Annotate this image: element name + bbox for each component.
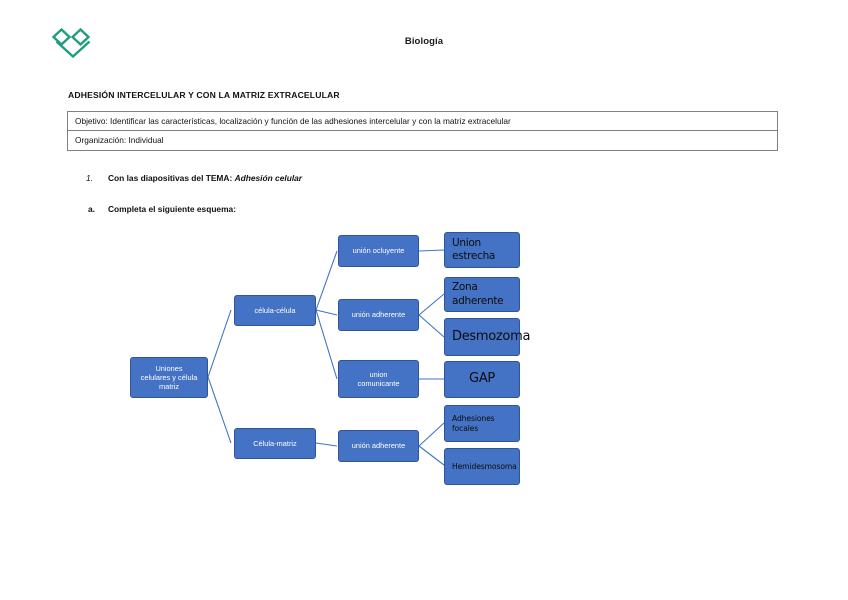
diagram-node-union-comunicante-line1: union bbox=[369, 369, 388, 379]
diagram-node-celula-celula: célula-célula bbox=[234, 295, 316, 326]
diagram-node-gap: GAP bbox=[444, 361, 520, 398]
diagram-node-union-adherente-1: unión adherente bbox=[338, 299, 419, 331]
section-heading: ADHESIÓN INTERCELULAR Y CON LA MATRIZ EX… bbox=[68, 90, 340, 100]
diagram-node-root: Uniones celulares y célula matriz bbox=[130, 357, 208, 398]
diagram-node-adhesiones-focales: Adhesiones focales bbox=[444, 405, 520, 442]
diagram-node-hemidesmosoma: Hemidesmosoma bbox=[444, 448, 520, 485]
objective-table: Objetivo: Identificar las característica… bbox=[67, 111, 778, 151]
diagram-node-celula-matriz: Célula-matriz bbox=[234, 428, 316, 459]
diagram-node-union-estrecha: Union estrecha bbox=[444, 232, 520, 268]
page-header: Biología bbox=[0, 0, 848, 78]
diagram-node-root-line3: matriz bbox=[158, 382, 180, 392]
diagram-node-union-comunicante: union comunicante bbox=[338, 360, 419, 398]
diagram-node-root-line2: celulares y célula bbox=[140, 372, 198, 382]
organization-cell: Organización: Individual bbox=[75, 135, 164, 146]
table-row: Organización: Individual bbox=[68, 131, 778, 150]
diamond-heart-logo-icon bbox=[50, 26, 96, 60]
task-item-a-marker: a. bbox=[88, 204, 95, 214]
diagram-node-union-comunicante-line2: comunicante bbox=[357, 379, 400, 388]
diagram-node-zona-adherente: Zona adherente bbox=[444, 277, 520, 312]
task-item-a-text: Completa el siguiente esquema: bbox=[108, 204, 236, 214]
document-title: Biología bbox=[404, 36, 444, 47]
diagram-node-union-ocluyente: unión ocluyente bbox=[338, 235, 419, 267]
task-item-1-emphasis: Adhesión celular bbox=[234, 173, 303, 183]
diagram-node-root-line1: Uniones bbox=[155, 363, 183, 373]
table-row: Objetivo: Identificar las característica… bbox=[67, 112, 778, 131]
diagram-node-union-adherente-2: unión adherente bbox=[338, 430, 419, 462]
task-item-a: a. Completa el siguiente esquema: bbox=[88, 204, 236, 214]
task-item-1: 1. Con las diapositivas del TEMA: Adhesió… bbox=[86, 173, 302, 183]
objective-cell: Objetivo: Identificar las característica… bbox=[75, 116, 511, 126]
task-item-1-marker: 1. bbox=[86, 173, 93, 183]
diagram-node-desmozoma: Desmozoma bbox=[444, 318, 530, 356]
task-item-1-text: Con las diapositivas del TEMA: bbox=[108, 173, 235, 183]
